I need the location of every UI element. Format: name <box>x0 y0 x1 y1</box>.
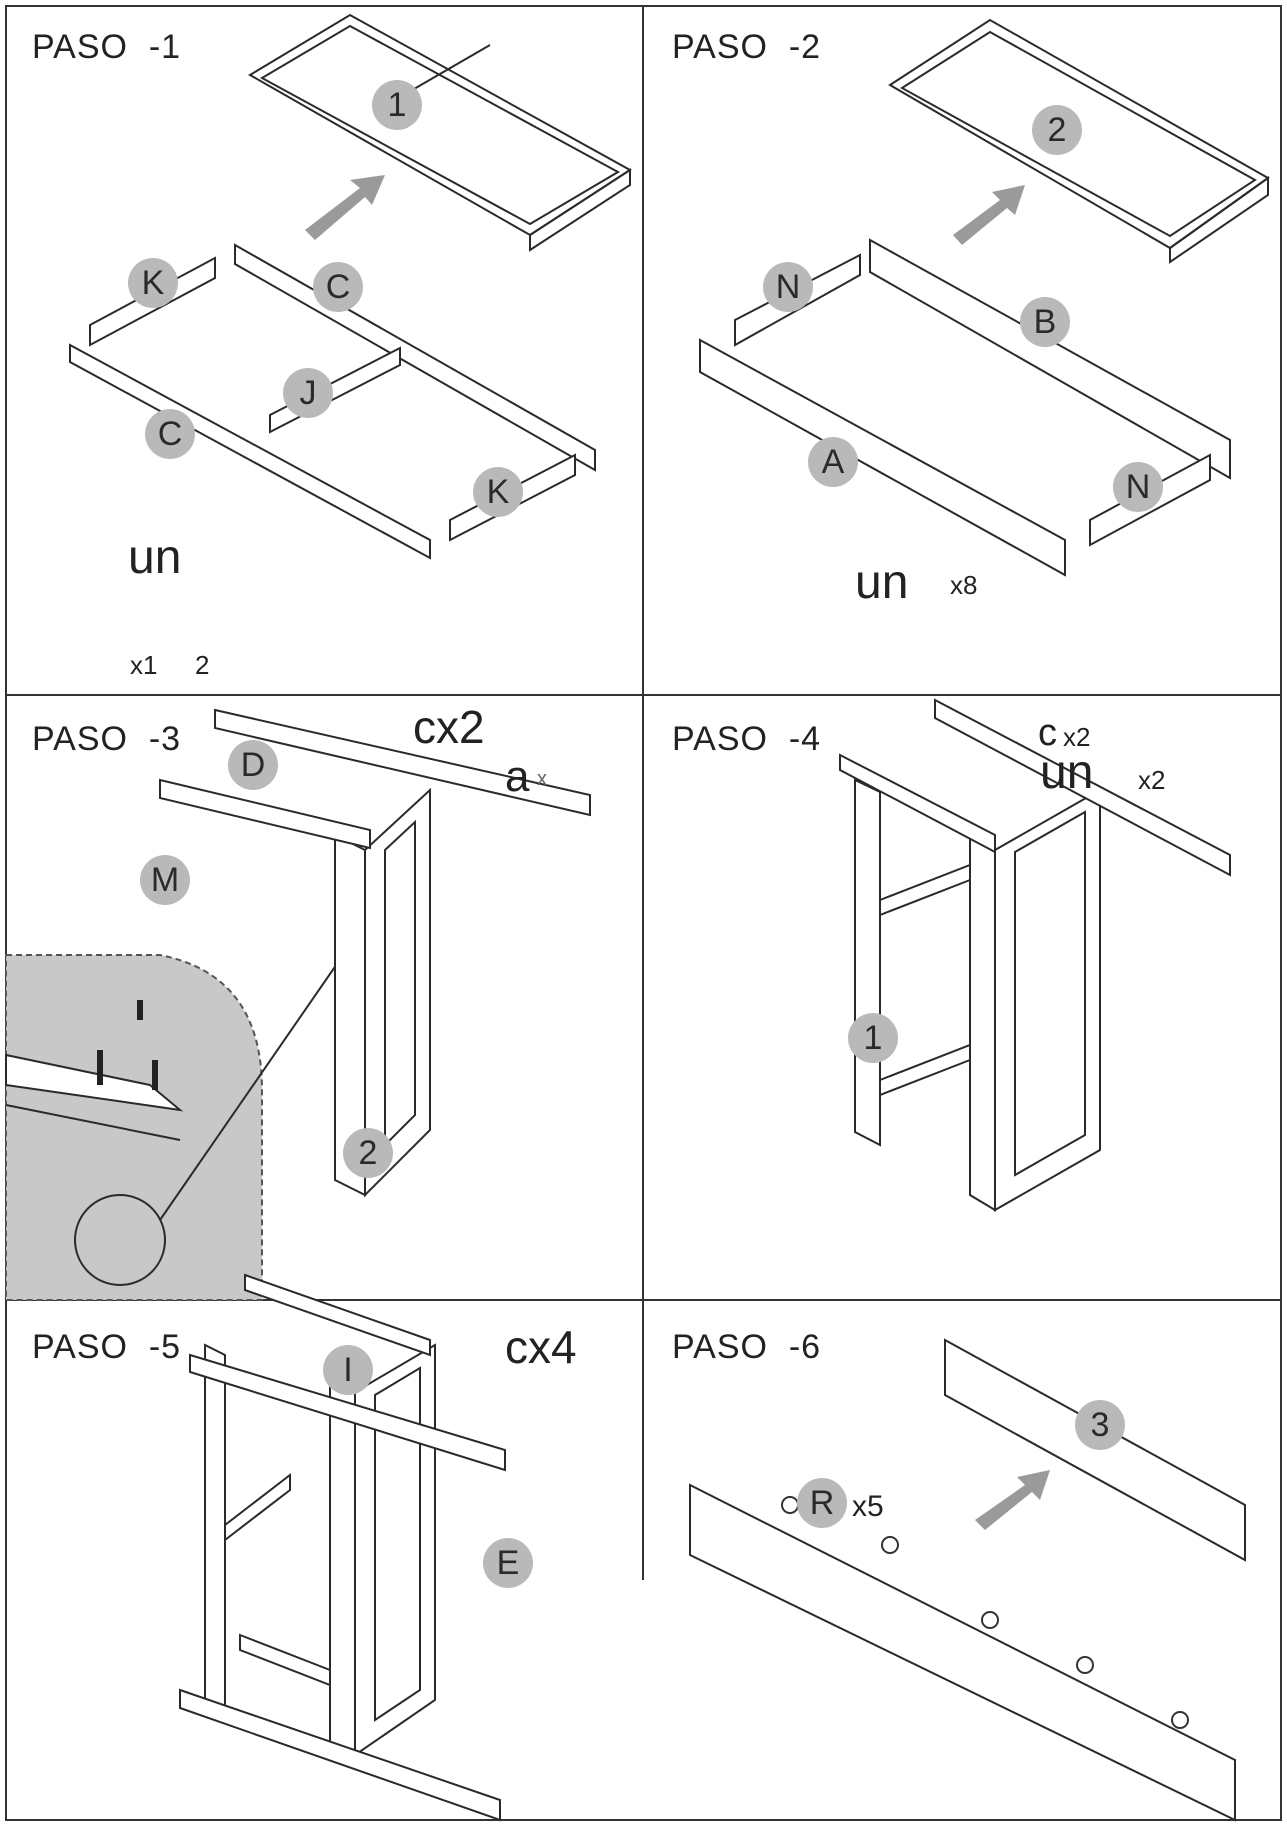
step3-hardware-c: cx2 <box>413 701 485 753</box>
step4-hardware-a-count: x2 <box>1138 765 1166 795</box>
step1-part-k-badge: K <box>128 258 178 308</box>
step2-part-n2-badge: N <box>1113 462 1163 512</box>
step1-subassembly-badge: 1 <box>372 80 422 130</box>
step6-part-r-badge: R <box>797 1478 847 1528</box>
step3-part-m-badge: M <box>140 855 190 905</box>
step4-subassembly-badge: 1 <box>848 1013 898 1063</box>
step3-hardware-a-suffix: x <box>537 768 547 790</box>
step1-hardware-count: x1 <box>130 650 158 680</box>
step6-title: PASO -6 <box>672 1328 822 1366</box>
step1-title: PASO -1 <box>32 28 182 66</box>
step1-hardware-count-2: 2 <box>195 650 210 680</box>
step3-subassembly-badge: 2 <box>343 1128 393 1178</box>
step6-subassembly-badge: 3 <box>1075 1400 1125 1450</box>
step1-part-k2-badge: K <box>473 467 523 517</box>
step2-part-n-badge: N <box>763 262 813 312</box>
step2-hardware-letter: un <box>855 556 909 609</box>
step1-hardware-letter: un <box>128 531 182 584</box>
step6-hardware-count: x5 <box>852 1490 884 1523</box>
step1-part-j-badge: J <box>283 368 333 418</box>
step1-part-c2-badge: C <box>145 409 195 459</box>
step5-part-e-badge: E <box>483 1538 533 1588</box>
step2-part-a-badge: A <box>808 437 858 487</box>
step5-part-i-badge: I <box>323 1345 373 1395</box>
step4-title: PASO -4 <box>672 720 822 758</box>
step2-subassembly-badge: 2 <box>1032 105 1082 155</box>
step5-hardware-c: cx4 <box>505 1321 577 1373</box>
step1-part-c-badge: C <box>313 262 363 312</box>
step2-hardware-count: x8 <box>950 570 978 600</box>
step4-hardware-c-count: x2 <box>1063 722 1091 752</box>
step3-hardware-a: a <box>505 752 530 801</box>
step2-part-b-badge: B <box>1020 297 1070 347</box>
step5-title: PASO -5 <box>32 1328 182 1366</box>
step3-title: PASO -3 <box>32 720 182 758</box>
step3-part-d-badge: D <box>228 740 278 790</box>
step4-hardware-c: c <box>1038 712 1057 754</box>
step4-hardware-a: un <box>1040 746 1094 799</box>
step2-title: PASO -2 <box>672 28 822 66</box>
